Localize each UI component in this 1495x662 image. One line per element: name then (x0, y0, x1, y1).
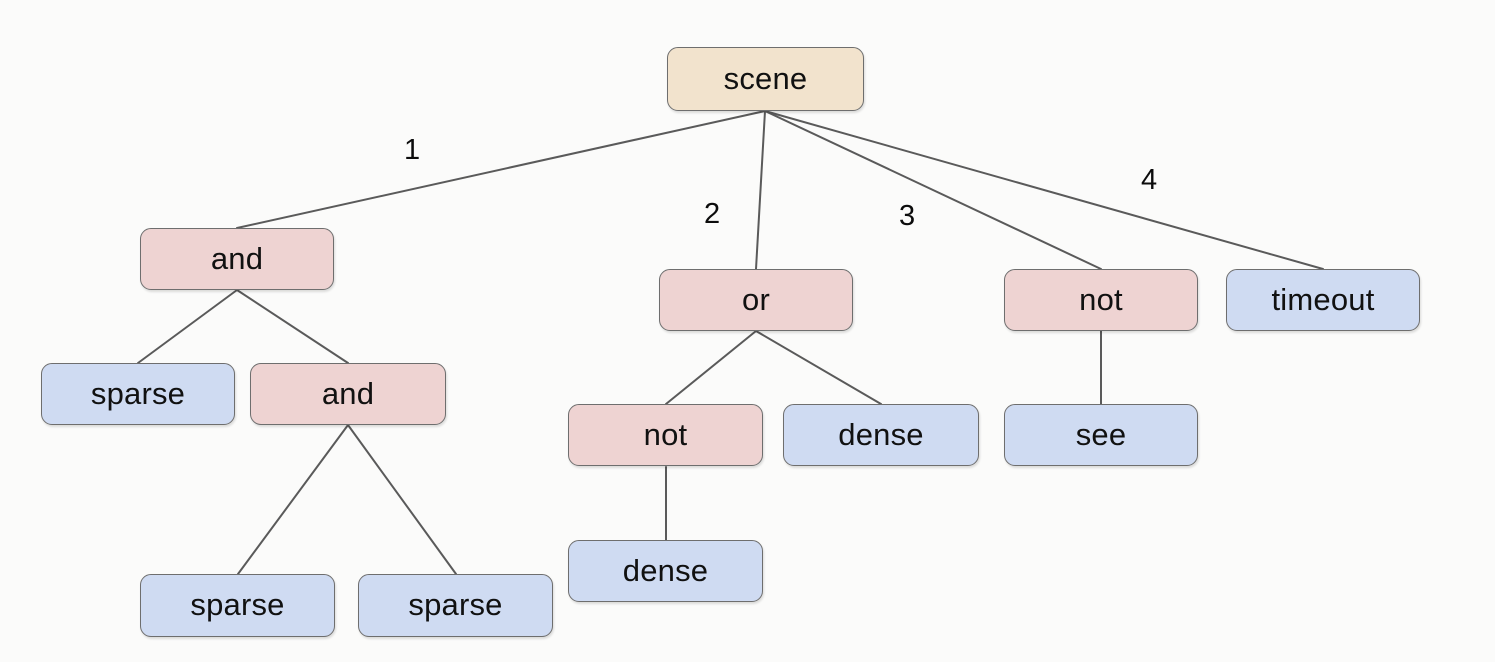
edge-scene-to-timeout1 (764, 110, 1324, 270)
node-label-sparse2: sparse (190, 587, 285, 622)
node-label-dense2: dense (622, 552, 709, 588)
edge-and2-to-sparse2 (237, 424, 349, 575)
node-timeout1[interactable]: timeout (1226, 269, 1420, 331)
node-label-scene: scene (723, 60, 808, 96)
node-label-dense1: dense (838, 416, 924, 452)
node-scene[interactable]: scene (667, 47, 864, 111)
edge-or1-to-dense1 (755, 330, 882, 405)
edge-and2-to-sparse3 (347, 424, 457, 575)
edge-or1-to-not2 (665, 330, 757, 405)
edge-label-3: 3 (899, 200, 916, 232)
node-label-see1: see (1075, 416, 1127, 452)
node-label-sparse3: sparse (408, 587, 503, 622)
node-see1[interactable]: see (1004, 404, 1198, 466)
node-label-not1: not (1079, 281, 1123, 317)
node-not2[interactable]: not (568, 404, 763, 466)
node-or1[interactable]: or (659, 269, 853, 331)
node-label-or1: or (742, 281, 770, 317)
node-dense1[interactable]: dense (783, 404, 979, 466)
node-sparse1[interactable]: sparse (41, 363, 235, 425)
edge-label-4: 4 (1141, 164, 1158, 196)
edge-and1-to-sparse1 (137, 289, 238, 364)
node-sparse3[interactable]: sparse (358, 574, 553, 637)
edge-scene-to-and1 (236, 110, 766, 229)
node-label-not2: not (643, 416, 688, 452)
node-sparse2[interactable]: sparse (140, 574, 335, 637)
node-label-and2: and (321, 375, 375, 411)
node-label-timeout1: timeout (1271, 281, 1375, 317)
edge-scene-to-or1 (755, 110, 766, 270)
edge-label-1: 1 (404, 134, 421, 166)
node-and1[interactable]: and (140, 228, 334, 290)
edge-label-2: 2 (704, 198, 721, 230)
node-not1[interactable]: not (1004, 269, 1198, 331)
node-and2[interactable]: and (250, 363, 446, 425)
node-dense2[interactable]: dense (568, 540, 763, 602)
edge-and1-to-and2 (236, 289, 349, 364)
edge-scene-to-not1 (764, 110, 1102, 270)
node-label-and1: and (210, 240, 264, 276)
node-label-sparse1: sparse (90, 375, 186, 411)
